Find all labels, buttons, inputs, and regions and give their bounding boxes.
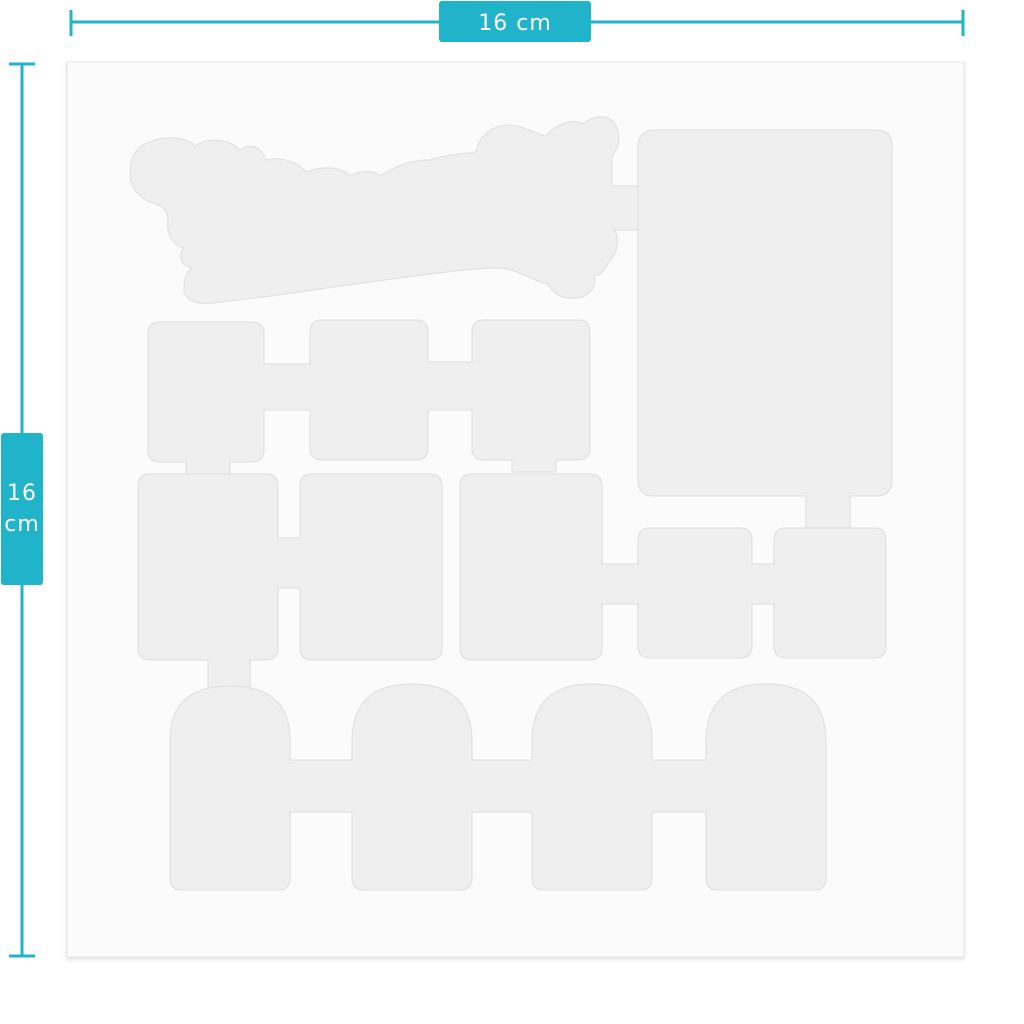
width-dimension: 16 cm bbox=[69, 1, 965, 42]
width-label: 16 cm bbox=[478, 11, 552, 36]
height-dimension: 16 cm bbox=[1, 62, 43, 958]
banner-piece bbox=[129, 116, 641, 305]
width-badge bbox=[439, 1, 591, 42]
large-card-piece bbox=[637, 129, 893, 529]
stencil-cutouts bbox=[129, 116, 893, 891]
stencil-sheet bbox=[66, 61, 965, 958]
height-unit: cm bbox=[4, 512, 40, 537]
square-row-1 bbox=[147, 319, 591, 475]
height-badge bbox=[1, 433, 43, 585]
arch-tabs-piece bbox=[169, 683, 827, 891]
height-value: 16 bbox=[7, 481, 37, 506]
square-row-2-right bbox=[459, 473, 887, 661]
square-row-2-left bbox=[137, 473, 443, 691]
